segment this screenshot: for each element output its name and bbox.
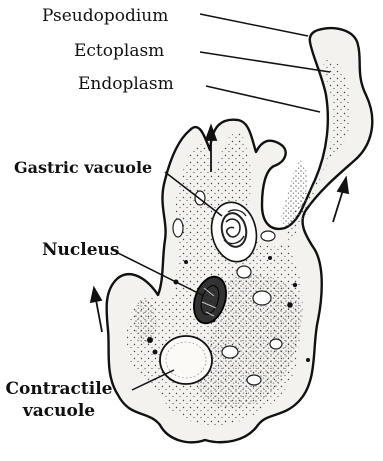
food-particle	[195, 191, 205, 205]
label-nucleus: Nucleus	[42, 242, 119, 259]
food-particle	[270, 339, 282, 349]
leader-pseudopodium	[200, 14, 308, 36]
food-particle	[222, 346, 238, 358]
food-particle	[173, 219, 183, 237]
contractile-vacuole	[160, 336, 212, 384]
label-vacuole: vacuole	[4, 403, 114, 420]
leader-ectoplasm	[200, 52, 330, 72]
food-particle	[247, 375, 261, 385]
label-contractile: Contractile	[4, 381, 114, 398]
label-endoplasm: Endoplasm	[78, 76, 174, 93]
food-particle	[261, 231, 275, 241]
label-gastric-vacuole: Gastric vacuole	[14, 160, 152, 176]
food-particle	[253, 291, 271, 305]
flow-arrow	[91, 288, 102, 332]
flow-arrow	[333, 178, 348, 222]
leader-endoplasm	[206, 86, 320, 112]
food-particle	[237, 266, 251, 278]
label-pseudopodium: Pseudopodium	[42, 8, 168, 25]
label-ectoplasm: Ectoplasm	[74, 43, 164, 60]
